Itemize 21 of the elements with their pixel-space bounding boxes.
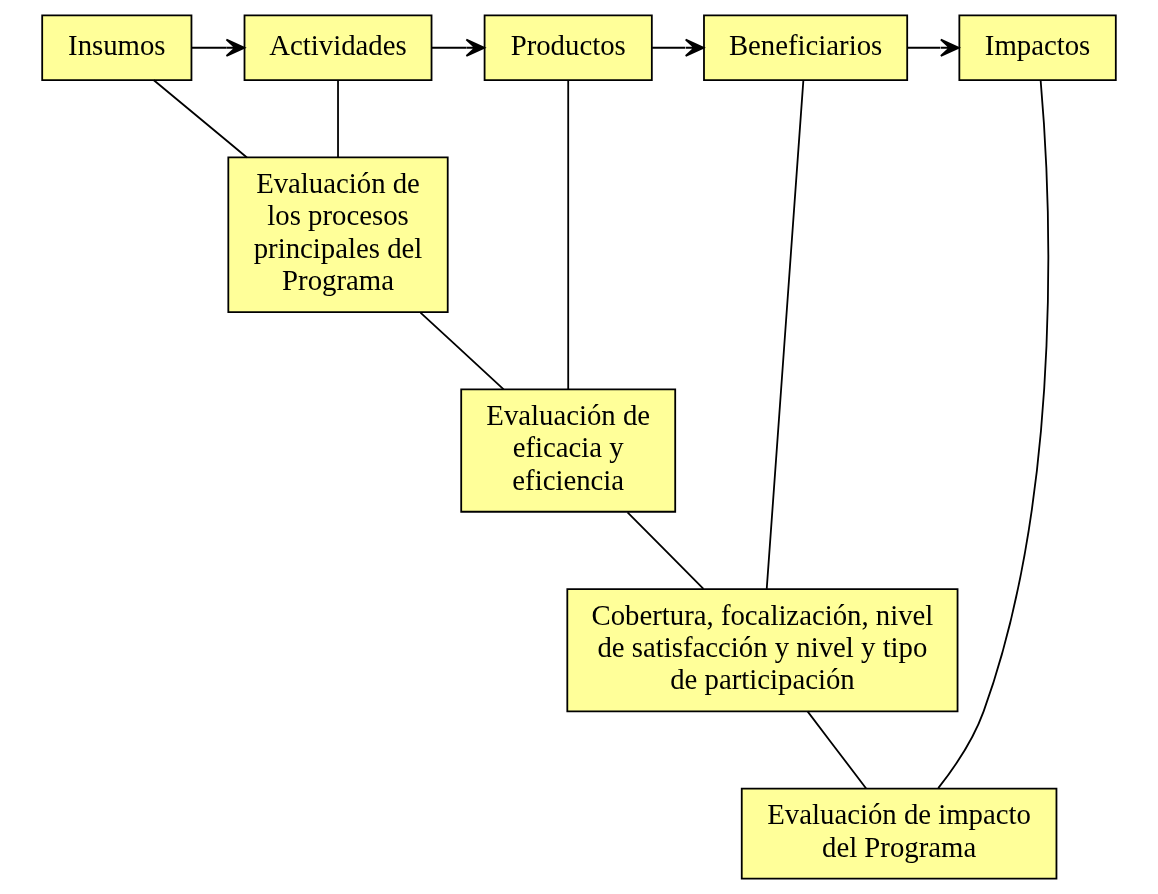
node-box: Evaluación de los procesos principales del Programa [227, 156, 449, 313]
node-box: Cobertura, focalización, nivel de satisfacción y nivel y tipo de participación [566, 588, 959, 713]
node-box: Evaluación de eficacia y eficiencia [460, 388, 677, 513]
connector [152, 79, 248, 159]
connector [806, 710, 868, 790]
node-box: Actividades [243, 14, 433, 82]
node-box: Productos [483, 14, 653, 82]
arrow [430, 38, 486, 57]
arrow [906, 38, 960, 57]
arrow [191, 38, 246, 57]
node-box: Beneficiarios [703, 14, 909, 82]
connector [626, 511, 705, 590]
connector [337, 79, 339, 159]
arrow [651, 38, 705, 57]
connector [937, 79, 1049, 790]
node-box: Impactos [958, 14, 1117, 82]
connector [419, 311, 505, 391]
node-box: Evaluación de impacto del Programa [740, 787, 1058, 880]
node-box: Insumos [41, 14, 193, 82]
connector [765, 80, 805, 590]
connector [567, 79, 570, 391]
